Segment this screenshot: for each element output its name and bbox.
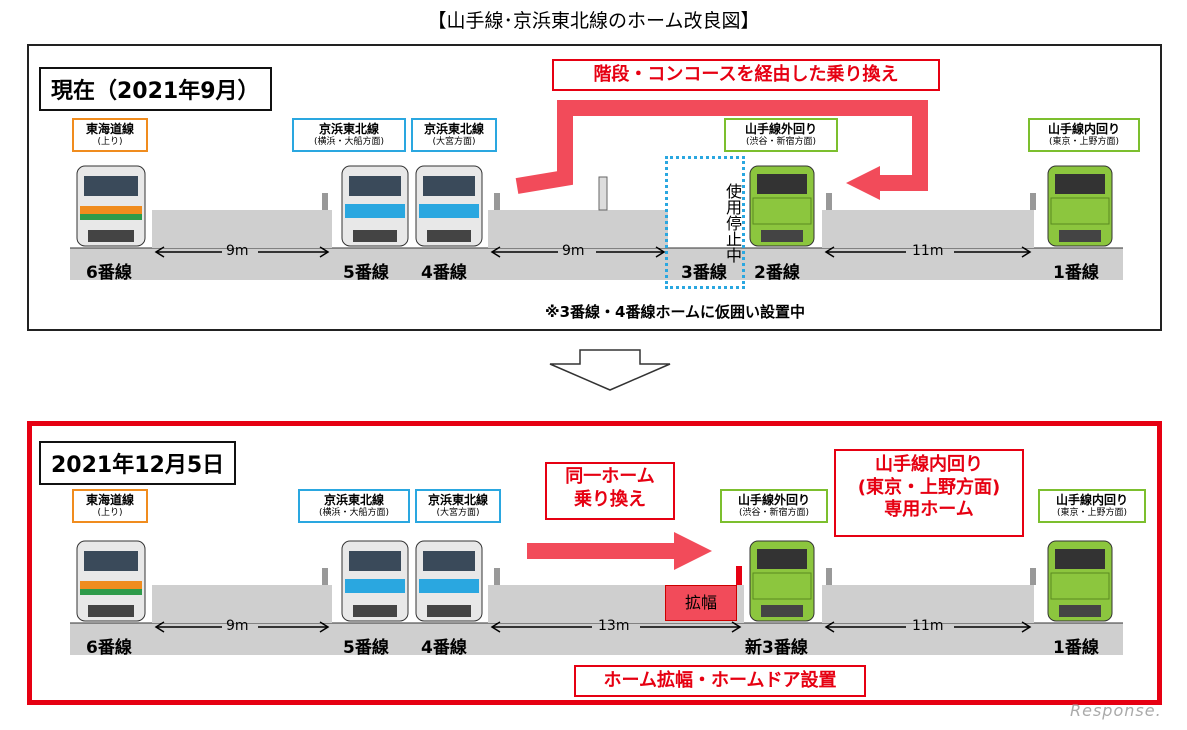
line-label-keihin-4-future: 京浜東北線(大宮方面): [415, 489, 501, 524]
track-1-future: 1番線: [1053, 638, 1099, 658]
distance-4-3-future: 13m: [598, 618, 630, 634]
distance-4-3: 9m: [562, 243, 585, 259]
line-label-yamanote-outer-future: 山手線外回り(渋谷・新宿方面): [720, 489, 828, 524]
train-keihin-4: [415, 165, 483, 247]
current-panel: [27, 44, 1162, 331]
distance-3-1-future: 11m: [912, 618, 944, 634]
line-label-yamanote-inner: 山手線内回り(東京・上野方面): [1028, 118, 1140, 153]
track-4: 4番線: [421, 263, 467, 283]
track-4-future: 4番線: [421, 638, 467, 658]
train-keihin-5: [341, 165, 409, 247]
train-tokaido: [76, 165, 146, 247]
current-date-label: 現在（2021年9月）: [39, 67, 272, 111]
fence-note: ※3番線・4番線ホームに仮囲い設置中: [545, 303, 806, 321]
diagram-title: 【山手線･京浜東北線のホーム改良図】: [427, 10, 760, 32]
train-yamanote-inner: [1047, 165, 1113, 247]
distance-6-5-future: 9m: [226, 618, 249, 634]
train-yamanote-outer-future: [749, 540, 815, 622]
track-5-future: 5番線: [343, 638, 389, 658]
track-5: 5番線: [343, 263, 389, 283]
track-6-future: 6番線: [86, 638, 132, 658]
transfer-label: 階段・コンコースを経由した乗り換え: [552, 59, 940, 91]
line-label-tokaido-future: 東海道線(上り): [72, 489, 148, 524]
track-6: 6番線: [86, 263, 132, 283]
platform-improvement-label: ホーム拡幅・ホームドア設置: [574, 665, 866, 697]
distance-6-5: 9m: [226, 243, 249, 259]
train-tokaido-future: [76, 540, 146, 622]
train-keihin-4-future: [415, 540, 483, 622]
train-yamanote-inner-future: [1047, 540, 1113, 622]
same-platform-label: 同一ホーム 乗り換え: [545, 462, 675, 520]
track-new-3-future: 新3番線: [745, 638, 808, 658]
track-2: 2番線: [754, 263, 800, 283]
line-label-keihin-5-future: 京浜東北線(横浜・大船方面): [298, 489, 410, 524]
line-label-keihin-5: 京浜東北線(横浜・大船方面): [292, 118, 406, 153]
distance-2-1: 11m: [912, 243, 944, 259]
transfer-arrow: [515, 100, 928, 200]
track-1: 1番線: [1053, 263, 1099, 283]
widening-label: 拡幅: [665, 585, 737, 621]
future-panel: [27, 421, 1162, 705]
line-label-keihin-4: 京浜東北線(大宮方面): [411, 118, 497, 153]
line-label-yamanote-outer: 山手線外回り(渋谷・新宿方面): [724, 118, 838, 153]
train-yamanote-outer: [749, 165, 815, 247]
watermark-logo: Response.: [1070, 701, 1162, 720]
suspended-area: 使用停止中: [665, 156, 745, 289]
dedicated-platform-label: 山手線内回り (東京・上野方面) 専用ホーム: [834, 449, 1024, 537]
train-keihin-5-future: [341, 540, 409, 622]
down-arrow-icon: [549, 349, 671, 391]
line-label-tokaido: 東海道線(上り): [72, 118, 148, 153]
future-date-label: 2021年12月5日: [39, 441, 237, 485]
current-platform-diagram: [70, 176, 1123, 280]
current-trains: [76, 165, 1113, 258]
line-label-yamanote-inner-future: 山手線内回り(東京・上野方面): [1038, 489, 1146, 524]
track-3: 3番線: [681, 263, 727, 283]
